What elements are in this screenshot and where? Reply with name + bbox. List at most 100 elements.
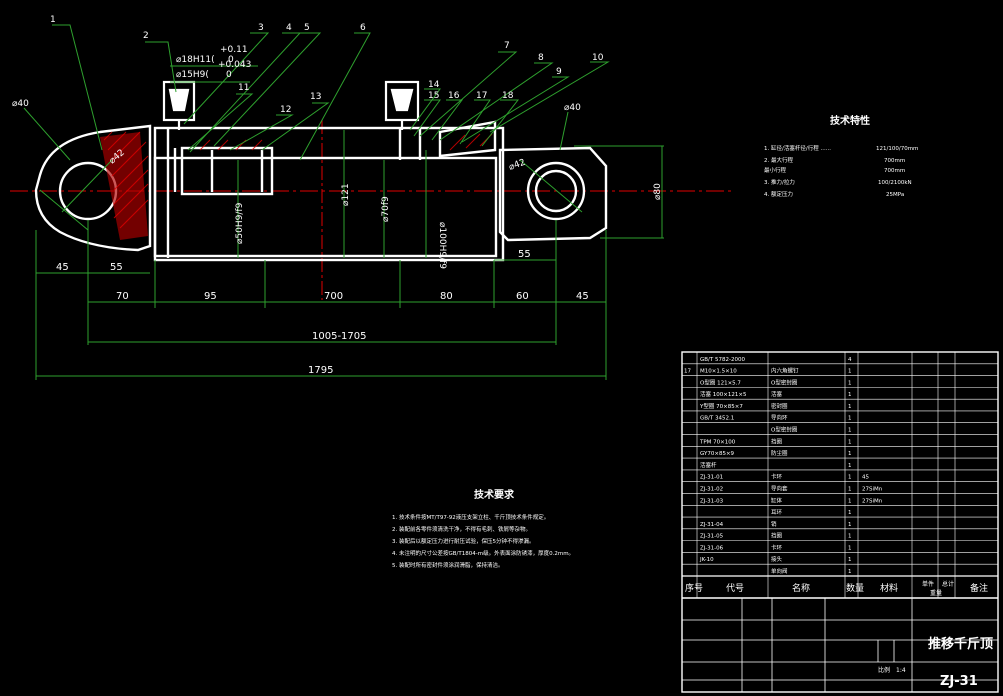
tech-requirement-2: 2. 装配前各零件须清洗干净，不得有毛刺、铁屑等杂物。 [392, 525, 531, 533]
bom-cell: 1 [848, 486, 852, 492]
tech-spec-item-5: 4. 额定压力 [764, 190, 793, 198]
part-number-9: 9 [556, 67, 562, 77]
left-clevis-hatch [103, 131, 149, 229]
part-number-5: 5 [304, 23, 310, 33]
bom-cell: GB/T 3452.1 [700, 416, 734, 422]
diameter-rod: ⌀70f9 [381, 196, 391, 222]
tolerance-bore2-upper: +0.043 [218, 60, 251, 70]
bom-cell: 1 [848, 534, 852, 540]
bom-cell: ZJ-31-04 [700, 522, 724, 528]
dim-45-left: 45 [56, 262, 69, 273]
dimension-lines [35, 220, 607, 380]
bom-cell: ZJ-31-02 [700, 486, 723, 492]
tolerance-bore2-lower: 0 [226, 70, 232, 80]
tech-requirement-4: 4. 未注明的尺寸公差按GB/T1804-m级。外表面涂防锈漆，厚度0.2mm。 [392, 549, 574, 557]
part-number-11: 11 [238, 83, 249, 93]
bom-cell: 1 [848, 522, 852, 528]
bom-cell: 内六角螺钉 [771, 367, 799, 375]
bom-scale-label: 比例 [878, 666, 890, 674]
bom-title: 推移千斤顶 [928, 636, 993, 652]
bom-cell: 17 [684, 369, 691, 375]
bom-header-weight: 重量 [930, 589, 942, 597]
part-number-6: 6 [360, 23, 366, 33]
tech-spec-item-4: 3. 推力/拉力 [764, 178, 795, 186]
dim-55-left: 55 [110, 262, 123, 273]
part-number-8: 8 [538, 53, 544, 63]
dim-55-right: 55 [518, 249, 531, 260]
bom-cell: 27SiMn [862, 486, 883, 492]
tolerance-annotations: ⌀18H11( +0.11 0 ⌀15H9( +0.043 0 [176, 45, 251, 80]
right-rod-eye [498, 146, 608, 242]
diameter-bore: ⌀121 [341, 183, 351, 206]
port-left [162, 80, 196, 130]
bom-header-code: 代号 [726, 583, 744, 594]
bom-cell: 活塞 [771, 390, 783, 398]
tech-requirement-1: 1. 技术条件按MT/T97-92液压支架立柱、千斤顶技术条件规定。 [392, 513, 549, 521]
diameter-right-eye-pin: ⌀42 [508, 158, 527, 173]
bom-cell: O型密封圈 [771, 426, 798, 434]
bom-cell: 1 [848, 498, 852, 504]
bom-scale-value: 1:4 [896, 667, 906, 674]
bom-cell: 销 [771, 520, 777, 528]
tech-spec-value-5: 25MPa [886, 192, 904, 198]
bom-cell: 1 [848, 451, 852, 457]
leader-lines [23, 24, 664, 258]
bom-header-remark: 备注 [970, 582, 988, 594]
port-right [384, 80, 420, 130]
bom-cell: O型圈 121×5.7 [700, 378, 741, 386]
bom-cell: 1 [848, 463, 852, 469]
tech-requirements-title: 技术要求 [474, 488, 515, 501]
tech-spec-value-4: 100/2100kN [878, 180, 912, 186]
bom-cell: TPM 70×100 [699, 439, 736, 445]
bom-cell: 卡环 [771, 543, 783, 551]
bom-header-material: 材料 [880, 582, 898, 594]
bom-header-qty: 数量 [846, 582, 864, 594]
bom-cell: 1 [848, 510, 852, 516]
bom-cell: 1 [848, 439, 852, 445]
bom-cell: 单向阀 [771, 567, 788, 575]
bom-cell: 1 [848, 380, 852, 386]
bom-cell: ZJ-31-06 [700, 545, 724, 551]
bom-cell: ZJ-31-05 [700, 534, 724, 540]
bom-cell: 1 [848, 428, 852, 434]
dim-overall: 1795 [308, 365, 333, 376]
bom-drawing-no: ZJ-31 [940, 674, 978, 689]
tolerance-bore1: ⌀18H11( [176, 55, 215, 65]
bom-cell: 接头 [771, 555, 783, 563]
bom-cell: 1 [848, 392, 852, 398]
bom-cell: ZJ-31-01 [700, 475, 723, 481]
cylinder-body [153, 120, 505, 262]
dim-700: 700 [324, 291, 343, 302]
bom-cell: 活塞杆 [700, 461, 717, 469]
diameter-fit-left: ⌀50H9/f9 [235, 202, 245, 244]
tech-spec-value-2: 700mm [884, 158, 905, 164]
bom-cell: GY70×85×9 [700, 451, 735, 457]
bom-cell: 卡环 [771, 473, 783, 481]
part-number-labels: 1 2 3 4 5 6 7 8 9 10 11 12 13 14 15 16 1… [50, 15, 604, 115]
bom-cell: 4 [848, 357, 852, 363]
part-number-18: 18 [502, 91, 514, 101]
bom-cell: O型密封圈 [771, 378, 798, 386]
diameter-right-eye-outer: ⌀40 [564, 103, 581, 113]
dimension-values: 45 55 55 70 95 700 80 60 45 1005-1705 17… [56, 249, 589, 376]
part-number-7: 7 [504, 41, 510, 51]
tech-spec-item-2: 2. 最大行程 [764, 156, 793, 164]
part-number-13: 13 [310, 92, 321, 102]
tech-specs-title: 技术特性 [830, 114, 870, 127]
dim-45-right: 45 [576, 291, 589, 302]
part-number-16: 16 [448, 91, 460, 101]
part-number-14: 14 [428, 80, 440, 90]
bom-cell: 耳环 [771, 509, 783, 516]
bom-cell: 1 [848, 404, 852, 410]
bom-cell: 缸体 [771, 496, 783, 504]
dim-95: 95 [204, 291, 217, 302]
bom-cell: 挡圈 [771, 437, 783, 445]
bom-cell: 活塞 100×121×5 [700, 390, 747, 398]
dim-60: 60 [516, 291, 529, 302]
tech-spec-value-1: 121/100/70mm [876, 146, 918, 152]
tech-spec-item-3: 最小行程 [764, 166, 787, 174]
part-number-3: 3 [258, 23, 264, 33]
part-number-4: 4 [286, 23, 292, 33]
